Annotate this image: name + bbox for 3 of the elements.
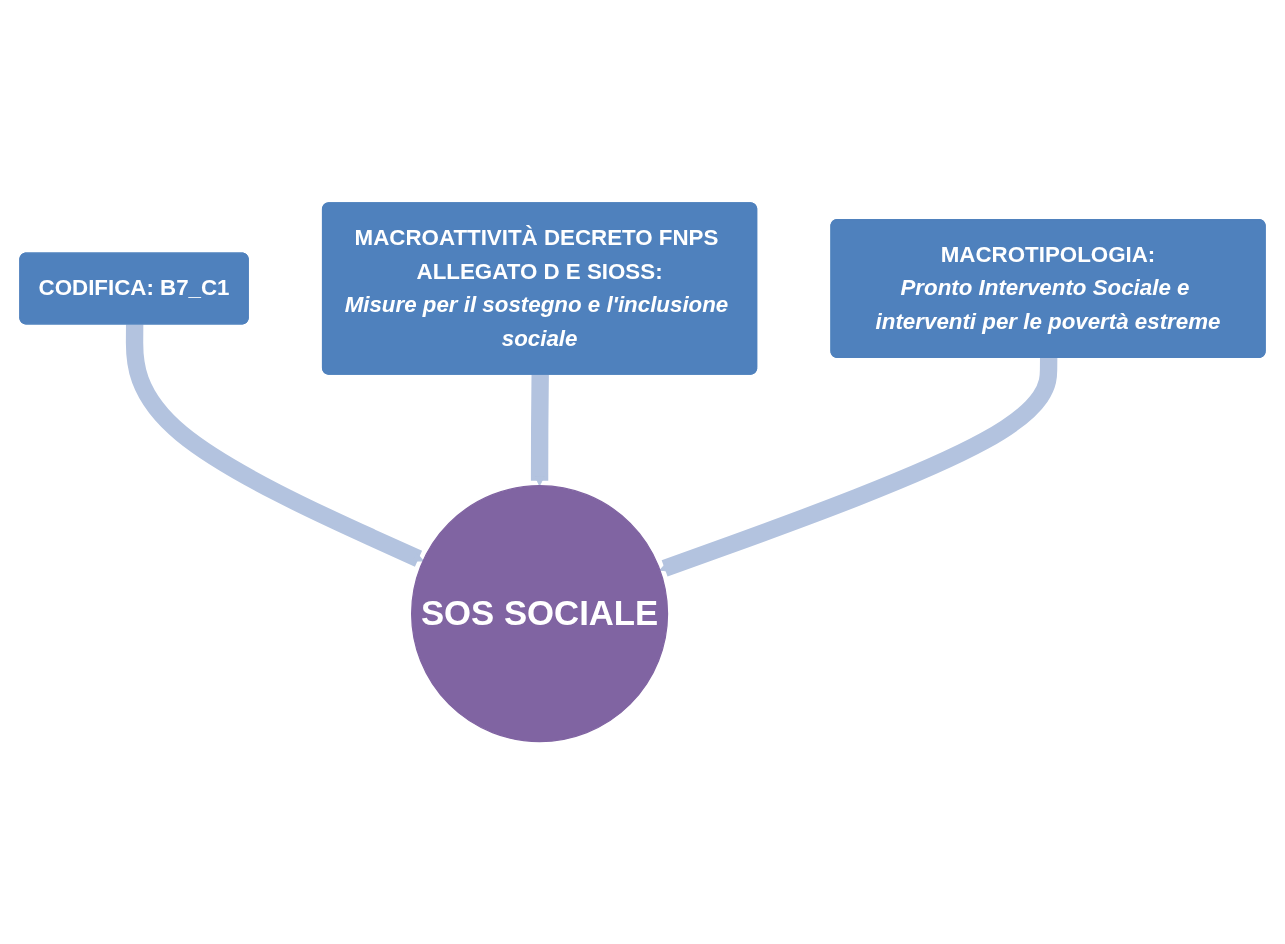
arrow	[530, 374, 549, 486]
arrow	[125, 324, 424, 567]
node-circle: SOS SOCIALE	[411, 484, 669, 742]
